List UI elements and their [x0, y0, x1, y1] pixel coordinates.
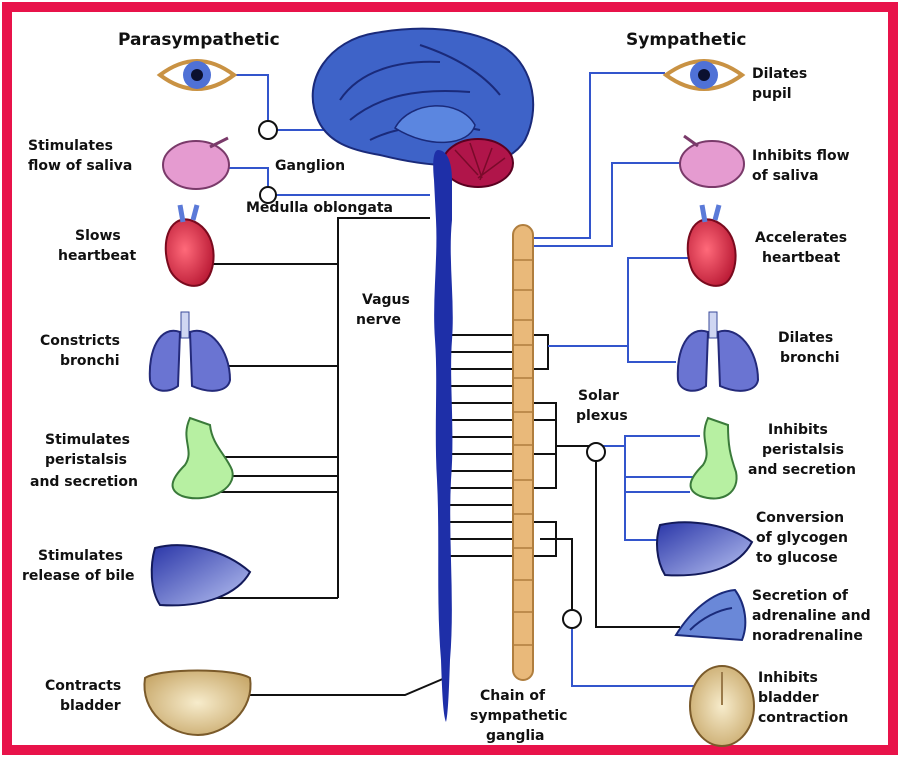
eye-icon-right — [666, 61, 742, 89]
spinal-cord — [433, 150, 453, 722]
symp-heart-lungs-nerve — [548, 258, 700, 346]
label-inhibits-saliva-1: Inhibits flow — [752, 148, 850, 164]
liver-icon — [152, 545, 250, 605]
sympathetic-chain — [513, 225, 533, 680]
label-conversion-glycogen-1: Conversion — [756, 510, 844, 526]
label-dilates-pupil-2: pupil — [752, 86, 792, 102]
label-dilates-bronchi-2: bronchi — [780, 350, 840, 366]
label-chain-1: Chain of — [480, 688, 546, 704]
label-stimulates-peristalsis-1: Stimulates — [45, 432, 130, 448]
label-release-bile-1: Stimulates — [38, 548, 123, 564]
symp-saliva-nerve — [522, 163, 700, 246]
symp-stomach-nerve-3 — [625, 477, 690, 492]
label-stimulates-saliva-1: Stimulates — [28, 138, 113, 154]
symp-eye-nerve — [522, 73, 665, 238]
stomach-icon-right — [691, 418, 737, 499]
label-conversion-glycogen-2: of glycogen — [756, 530, 848, 546]
ganglion-solar-plexus — [587, 443, 605, 461]
label-chain-3: ganglia — [486, 728, 545, 744]
brain — [313, 29, 533, 187]
eye-icon — [160, 61, 234, 89]
ganglion-bladder — [563, 610, 581, 628]
vagus-nerve-trunk — [338, 218, 430, 598]
label-inhibits-peristalsis-1: Inhibits — [768, 422, 828, 438]
symp-bladder-nerve-b — [572, 628, 695, 686]
label-stimulates-saliva-2: flow of saliva — [28, 158, 132, 174]
label-accelerates-heartbeat-2: heartbeat — [762, 250, 840, 266]
label-adrenaline-2: adrenaline and — [752, 608, 871, 624]
adrenal-gland-icon — [676, 590, 745, 640]
label-contracts-bladder-2: bladder — [60, 698, 121, 714]
label-vagus-2: nerve — [356, 312, 401, 328]
symp-stomach-nerve — [596, 436, 700, 446]
label-stimulates-peristalsis-2: peristalsis — [45, 452, 127, 468]
sympathetic-labels: Dilates pupil Inhibits flow of saliva Ac… — [748, 66, 871, 726]
label-slows-heartbeat-2: heartbeat — [58, 248, 136, 264]
bladder-icon — [144, 671, 250, 736]
salivary-gland-icon — [163, 138, 229, 189]
label-inhibits-saliva-2: of saliva — [752, 168, 819, 184]
label-solar-2: plexus — [576, 408, 628, 424]
label-contracts-bladder-1: Contracts — [45, 678, 121, 694]
label-constricts-bronchi-1: Constricts — [40, 333, 120, 349]
sympathetic-header: Sympathetic — [626, 30, 746, 50]
stomach-icon — [173, 418, 233, 498]
label-stimulates-peristalsis-3: and secretion — [30, 474, 138, 490]
label-dilates-bronchi-1: Dilates — [778, 330, 833, 346]
label-conversion-glycogen-3: to glucose — [756, 550, 838, 566]
label-inhibits-bladder-2: bladder — [758, 690, 819, 706]
label-accelerates-heartbeat-1: Accelerates — [755, 230, 847, 246]
lungs-icon-right — [678, 312, 758, 391]
label-dilates-pupil-1: Dilates — [752, 66, 807, 82]
cerebellum — [443, 139, 513, 187]
label-inhibits-bladder-1: Inhibits — [758, 670, 818, 686]
lungs-icon — [150, 312, 230, 391]
salivary-gland-icon-right — [680, 136, 744, 187]
liver-icon-right — [657, 522, 752, 575]
heart-icon — [166, 205, 214, 286]
label-release-bile-2: release of bile — [22, 568, 135, 584]
label-constricts-bronchi-2: bronchi — [60, 353, 120, 369]
symp-stomach-nerve-2 — [625, 446, 700, 477]
label-medulla-oblongata: Medulla oblongata — [246, 200, 393, 216]
bladder-icon-right — [690, 666, 754, 746]
label-inhibits-peristalsis-3: and secretion — [748, 462, 856, 478]
label-vagus-1: Vagus — [362, 292, 410, 308]
label-adrenaline-1: Secretion of — [752, 588, 849, 604]
heart-icon-right — [688, 205, 736, 286]
label-inhibits-bladder-3: contraction — [758, 710, 848, 726]
bladder-nerve-line — [220, 678, 445, 695]
symp-lungs-nerve — [628, 346, 676, 362]
label-ganglion: Ganglion — [275, 158, 345, 174]
parasympathetic-header: Parasympathetic — [118, 30, 280, 50]
ganglion-eye — [259, 121, 277, 139]
label-chain-2: sympathetic — [470, 708, 567, 724]
sympathetic-nerves — [522, 73, 700, 686]
label-adrenaline-3: noradrenaline — [752, 628, 863, 644]
parasympathetic-labels: Stimulates flow of saliva Slows heartbea… — [22, 138, 138, 714]
label-slows-heartbeat-1: Slows — [75, 228, 121, 244]
label-solar-1: Solar — [578, 388, 619, 404]
label-inhibits-peristalsis-2: peristalsis — [762, 442, 844, 458]
